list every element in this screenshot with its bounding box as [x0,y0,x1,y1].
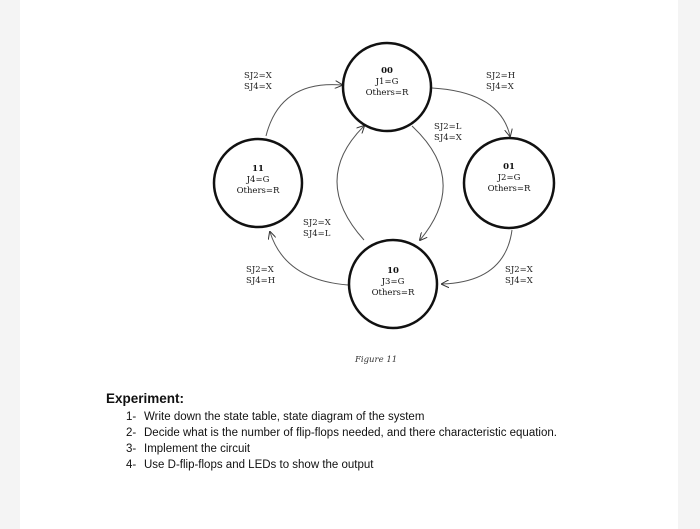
experiment-title: Experiment: [106,391,185,406]
experiment-section: Experiment: 1- Write down the state tabl… [106,391,626,473]
transition-arc-00-to-10 [411,125,444,240]
transition-arc-10-to-11 [270,232,349,286]
state-others: Others=R [371,288,415,298]
state-circle-11 [212,137,304,229]
state-11: 11 J4=G Others=R [218,164,298,197]
state-others: Others=R [365,88,409,98]
state-id: 10 [387,266,399,276]
transition-label-01-to-10: SJ2=X SJ4=X [505,265,533,286]
transition-arc-10-to-00 [336,126,364,241]
state-output: J1=G [375,77,399,87]
state-others: Others=R [236,186,280,196]
transition-arc-00-to-01 [431,87,510,136]
experiment-step-2: 2- Decide what is the number of flip-flo… [126,427,557,439]
figure-caption: Figure 11 [355,355,398,365]
experiment-step-1: 1- Write down the state table, state dia… [126,411,425,423]
state-output: J4=G [246,175,270,185]
transition-label-11-to-00: SJ2=X SJ4=X [244,71,272,92]
state-circle-01 [462,136,556,230]
state-01: 01 J2=G Others=R [469,162,549,195]
state-10: 10 J3=G Others=R [353,266,433,299]
state-circle-00 [341,41,433,133]
state-output: J3=G [381,277,405,287]
transition-label-10-to-00: SJ2=X SJ4=L [303,218,331,239]
state-circle-10 [347,238,439,330]
state-others: Others=R [487,184,531,194]
transition-label-10-to-11: SJ2=X SJ4=H [246,265,276,286]
transition-label-00-to-01: SJ2=H SJ4=X [486,71,516,92]
transition-arc-11-to-00 [265,85,342,137]
experiment-step-4: 4- Use D-flip-flops and LEDs to show the… [126,459,374,471]
state-id: 11 [252,164,264,174]
state-id: 01 [503,162,515,172]
state-id: 00 [381,66,393,76]
transition-arc-01-to-10 [442,229,513,284]
state-diagram [212,41,556,330]
state-00: 00 J1=G Others=R [347,66,427,99]
transition-label-00-to-10: SJ2=L SJ4=X [434,122,462,143]
state-output: J2=G [497,173,521,183]
experiment-step-3: 3- Implement the circuit [126,443,251,455]
